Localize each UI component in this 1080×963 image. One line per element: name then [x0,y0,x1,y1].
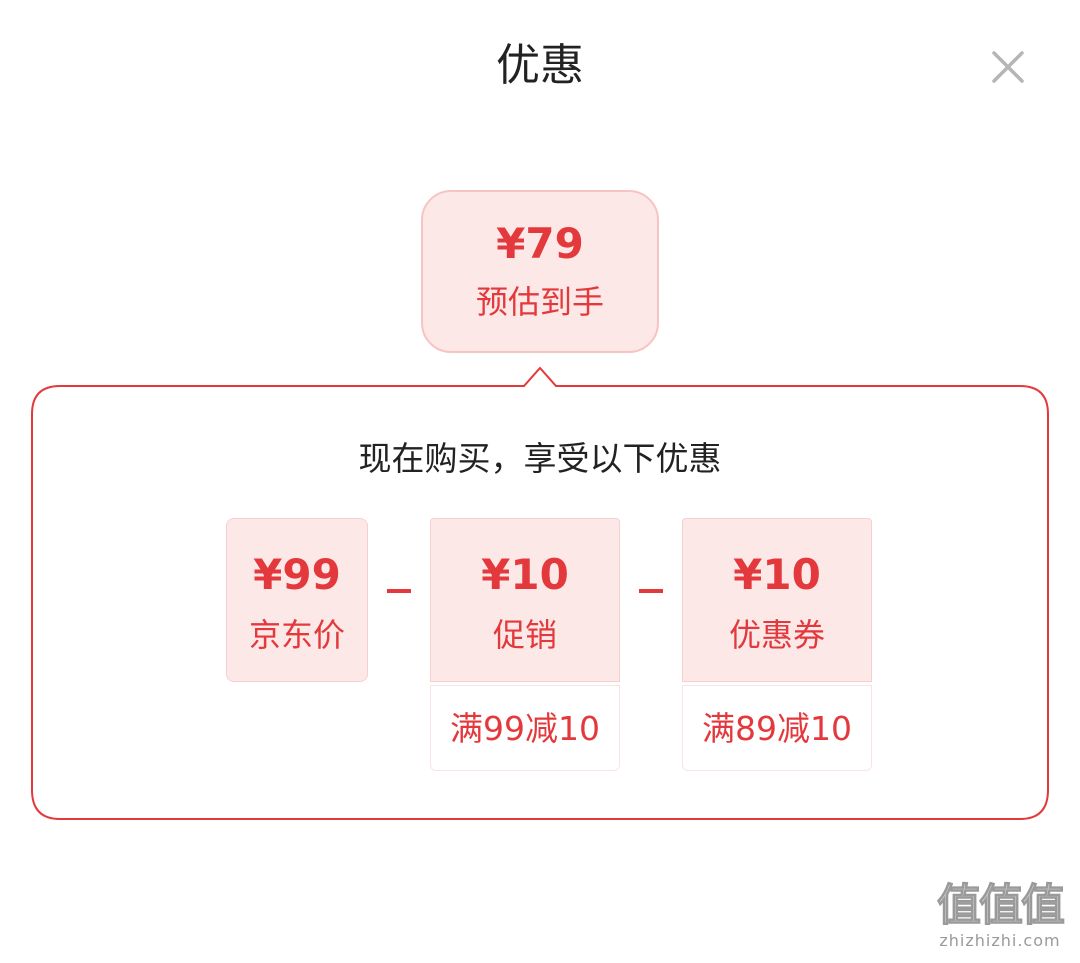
coupon-rule: 满89减10 [682,685,872,771]
jd-price-box: ¥99 京东价 [226,518,368,682]
watermark-logo: 值值值 [937,880,1066,931]
jd-price-amount: ¥99 [253,550,341,599]
coupon-label: 优惠券 [728,616,825,654]
close-button[interactable] [984,43,1032,91]
minus-sign [387,589,411,593]
minus-sign [639,589,663,593]
promotion-rule: 满99减10 [430,685,620,771]
watermark: 值值值 zhizhizhi.com [928,880,1072,952]
close-icon [992,51,1024,83]
promotion-amount: ¥10 [481,550,569,599]
jd-price-label: 京东价 [248,616,345,654]
estimated-price: ¥79 [496,219,584,268]
estimated-price-bubble: ¥79 预估到手 [421,190,659,353]
estimated-price-label: 预估到手 [475,283,604,321]
promotion-box: ¥10 促销 [430,518,620,682]
panel-heading: 现在购买，享受以下优惠 [358,439,722,478]
page-title: 优惠 [496,40,584,91]
promotion-label: 促销 [492,616,557,654]
coupon-amount: ¥10 [733,550,821,599]
watermark-domain: zhizhizhi.com [939,931,1061,950]
coupon-box: ¥10 优惠券 [682,518,872,682]
